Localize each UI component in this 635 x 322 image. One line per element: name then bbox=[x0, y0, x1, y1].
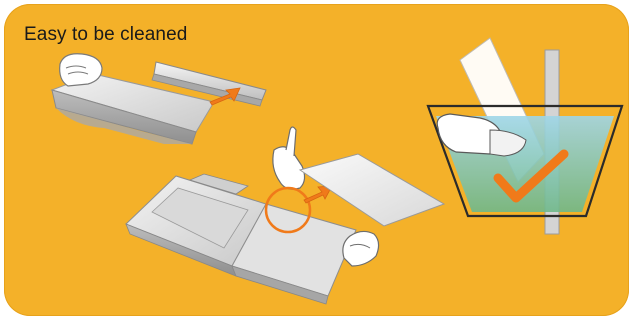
water-basin-icon bbox=[428, 38, 622, 234]
unfolded-tray-icon bbox=[126, 127, 444, 304]
cleaning-info-panel: Easy to be cleaned bbox=[4, 4, 629, 316]
tray-and-bar-icon bbox=[52, 54, 266, 144]
illustration bbox=[4, 4, 629, 316]
